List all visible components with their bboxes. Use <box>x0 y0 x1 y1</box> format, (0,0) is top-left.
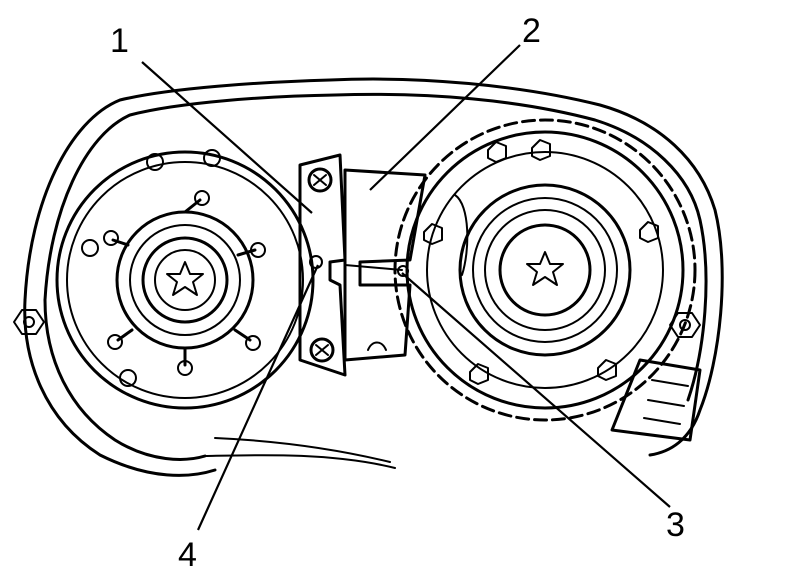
callout-1: 1 <box>110 22 129 60</box>
right-camshaft-gear <box>393 118 697 422</box>
housing-bolt-left <box>13 309 45 335</box>
left-torx-bolt <box>166 261 204 296</box>
callout-4: 4 <box>178 536 197 574</box>
leader-line-4 <box>196 264 320 531</box>
tool-bolt-upper <box>307 167 333 193</box>
leader-line-3 <box>401 272 671 508</box>
leader-line-2 <box>369 44 521 191</box>
left-camshaft-gear <box>55 149 315 410</box>
camshaft-holding-tool <box>298 153 427 377</box>
tool-pin-right <box>397 265 409 277</box>
housing-bolt-right <box>669 312 701 338</box>
engine-housing <box>13 77 724 477</box>
callout-2: 2 <box>522 12 541 50</box>
sensor-connector <box>610 358 702 442</box>
tool-bolt-lower <box>309 337 335 363</box>
right-torx-bolt <box>526 251 564 286</box>
callout-3: 3 <box>666 506 685 544</box>
leader-line-1 <box>141 61 313 214</box>
